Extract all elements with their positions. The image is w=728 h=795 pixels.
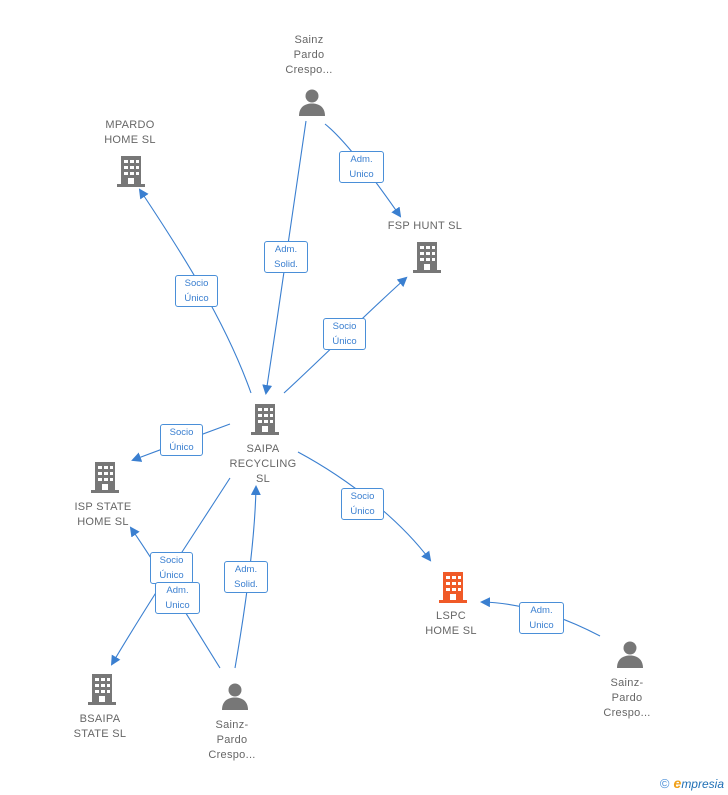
building-icon[interactable] xyxy=(86,672,118,706)
building-icon[interactable] xyxy=(89,460,121,494)
person-icon[interactable] xyxy=(297,88,327,118)
node-label-saipa[interactable]: SAIPA RECYCLING SL xyxy=(229,443,297,485)
edge-badge-adm-unico[interactable]: Adm. Unico xyxy=(155,582,200,614)
node-label-sainz-bottom[interactable]: Sainz- Pardo Crespo... xyxy=(208,719,256,761)
edge-badge-socio-unico[interactable]: Socio Único xyxy=(160,424,203,456)
building-icon[interactable] xyxy=(249,402,281,436)
empresia-watermark: ©empresia xyxy=(660,775,724,791)
edge-badge-socio-unico[interactable]: Socio Único xyxy=(150,552,193,584)
node-label-mpardo[interactable]: MPARDO HOME SL xyxy=(104,119,156,146)
building-icon[interactable] xyxy=(411,240,443,274)
node-label-sainz-right[interactable]: Sainz- Pardo Crespo... xyxy=(603,677,651,719)
edge-badge-adm-solid[interactable]: Adm. Solid. xyxy=(264,241,308,273)
copyright-symbol: © xyxy=(659,776,670,791)
node-label-isp[interactable]: ISP STATE HOME SL xyxy=(74,501,132,528)
edge-badge-adm-unico[interactable]: Adm. Unico xyxy=(519,602,564,634)
edge-badge-socio-unico[interactable]: Socio Único xyxy=(323,318,366,350)
person-icon[interactable] xyxy=(220,682,250,712)
edge-badge-socio-unico[interactable]: Socio Único xyxy=(175,275,218,307)
node-label-sainz-top[interactable]: Sainz Pardo Crespo... xyxy=(285,34,333,76)
person-icon[interactable] xyxy=(615,640,645,670)
node-label-fsp[interactable]: FSP HUNT SL xyxy=(387,220,463,232)
building-icon-highlighted[interactable] xyxy=(437,570,469,604)
node-label-lspc[interactable]: LSPC HOME SL xyxy=(425,610,477,637)
node-label-bsaipa[interactable]: BSAIPA STATE SL xyxy=(73,713,127,740)
brand-initial: e xyxy=(673,775,682,791)
edge-badge-adm-solid[interactable]: Adm. Solid. xyxy=(224,561,268,593)
building-icon[interactable] xyxy=(115,154,147,188)
edge-badge-adm-unico[interactable]: Adm. Unico xyxy=(339,151,384,183)
edge-badge-socio-unico[interactable]: Socio Único xyxy=(341,488,384,520)
brand-name: mpresia xyxy=(681,777,724,791)
